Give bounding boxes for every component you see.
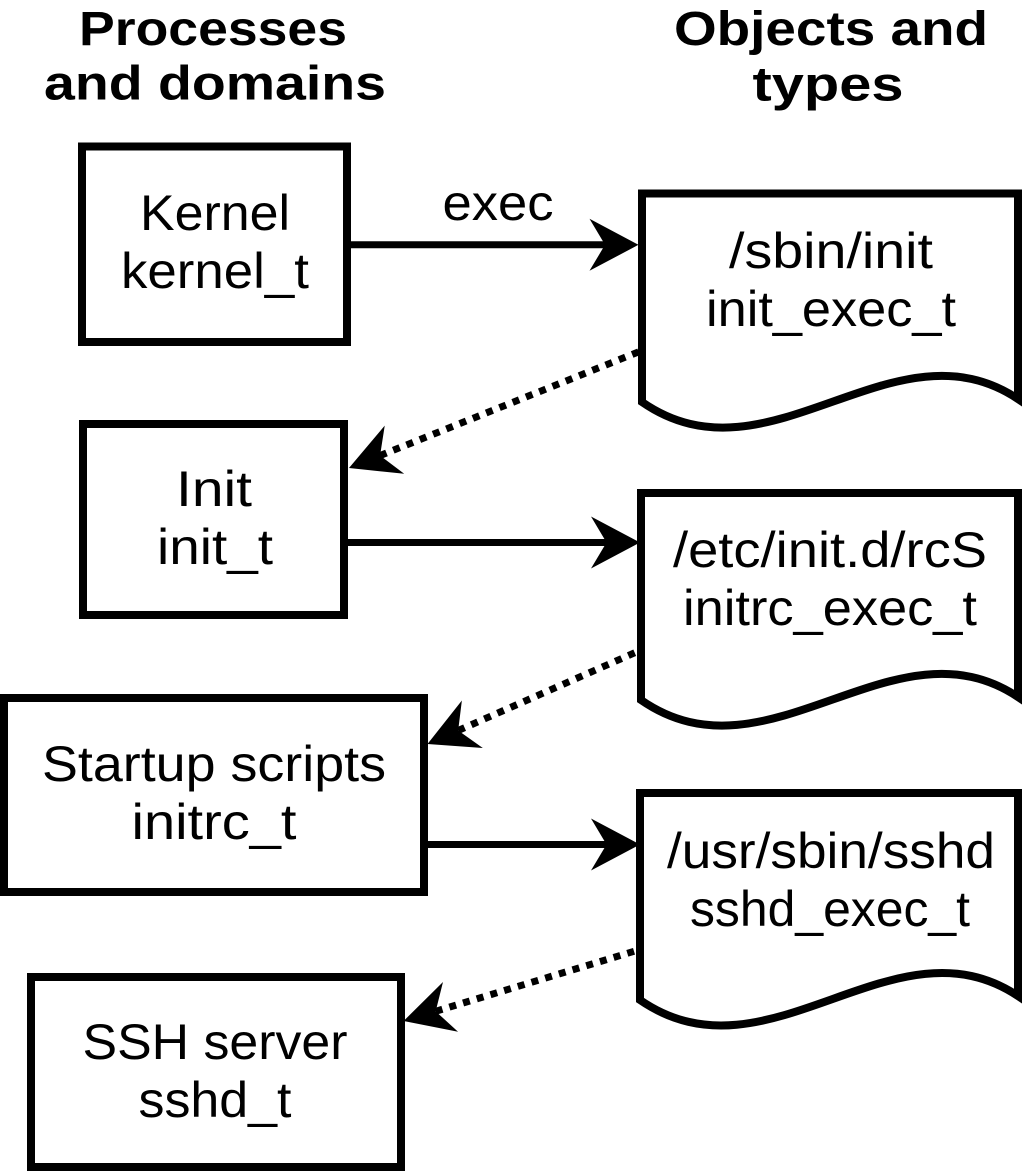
svg-text:/etc/init.d/rcS: /etc/init.d/rcS bbox=[673, 522, 987, 578]
svg-text:sshd_t: sshd_t bbox=[139, 1072, 292, 1128]
svg-text:Init: Init bbox=[176, 461, 252, 517]
svg-text:Startup scripts: Startup scripts bbox=[42, 736, 386, 792]
svg-text:Objects and: Objects and bbox=[674, 3, 988, 56]
svg-text:/sbin/init: /sbin/init bbox=[729, 223, 933, 279]
svg-text:SSH server: SSH server bbox=[83, 1014, 348, 1070]
svg-text:/usr/sbin/sshd: /usr/sbin/sshd bbox=[667, 823, 995, 879]
svg-text:init_t: init_t bbox=[157, 519, 273, 575]
svg-text:types: types bbox=[753, 59, 904, 112]
svg-text:exec: exec bbox=[443, 175, 554, 231]
svg-text:init_exec_t: init_exec_t bbox=[706, 281, 956, 337]
svg-text:Processes: Processes bbox=[79, 3, 347, 56]
svg-text:and domains: and domains bbox=[44, 58, 386, 111]
svg-text:sshd_exec_t: sshd_exec_t bbox=[690, 881, 970, 937]
svg-text:initrc_exec_t: initrc_exec_t bbox=[683, 580, 977, 636]
svg-text:Kernel: Kernel bbox=[140, 185, 290, 241]
svg-text:initrc_t: initrc_t bbox=[132, 794, 297, 850]
svg-text:kernel_t: kernel_t bbox=[121, 243, 309, 299]
